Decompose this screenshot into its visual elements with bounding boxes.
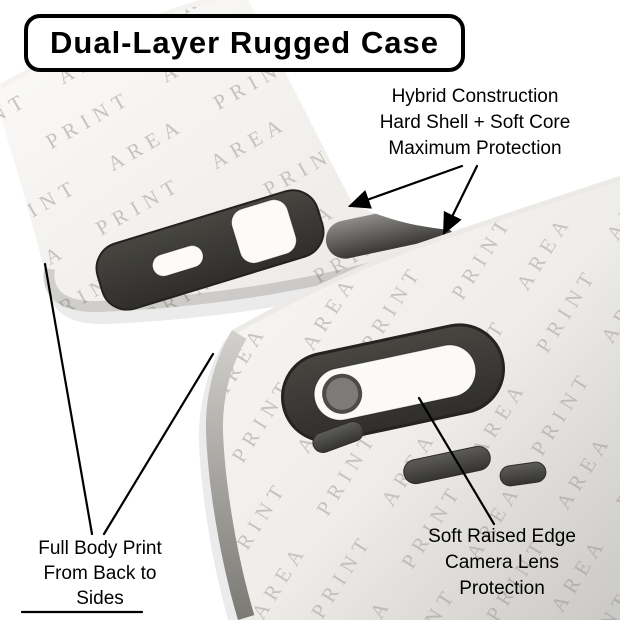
case-bottom-left-side-rim: [205, 321, 255, 620]
callout-line: Hybrid Construction: [391, 86, 559, 107]
callout-line: Full Body Print: [38, 538, 162, 559]
side-button-small: [312, 421, 364, 453]
callout-line: Hard Shell + Soft Core: [379, 112, 571, 133]
camera-cutout-top: [95, 189, 325, 311]
camera-lens: [322, 373, 363, 414]
annotation-line-hybrid-right: [442, 164, 479, 235]
title-badge: Dual-Layer Rugged Case: [24, 14, 465, 72]
callout-camera-protection: Soft Raised Edge Camera Lens Protection: [392, 524, 612, 602]
callout-line: Camera Lens: [444, 552, 560, 573]
callout-line: From Back to: [43, 563, 157, 584]
callout-line: Sides: [76, 588, 124, 609]
side-button-volume: [403, 445, 491, 485]
page-title: Dual-Layer Rugged Case: [50, 25, 439, 60]
annotation-line-hybrid-left: [347, 164, 464, 209]
cutout-pill-hole: [151, 245, 204, 277]
callout-line: Maximum Protection: [388, 138, 562, 159]
annotation-line-fullbody-left: [43, 262, 94, 536]
callout-line: Soft Raised Edge: [428, 526, 576, 547]
camera-island: [280, 323, 506, 443]
callout-line: Protection: [459, 578, 545, 599]
annotation-line-fullbody-right: [102, 352, 215, 536]
callout-full-body-print: Full Body Print From Back to Sides: [8, 536, 192, 611]
side-button-power: [499, 461, 547, 487]
cutout-square-hole: [230, 199, 297, 264]
case-bottom-top-edge-highlight: [229, 176, 620, 335]
annotation-line-camera: [417, 396, 496, 526]
callout-hybrid-construction: Hybrid Construction Hard Shell + Soft Co…: [330, 84, 620, 162]
